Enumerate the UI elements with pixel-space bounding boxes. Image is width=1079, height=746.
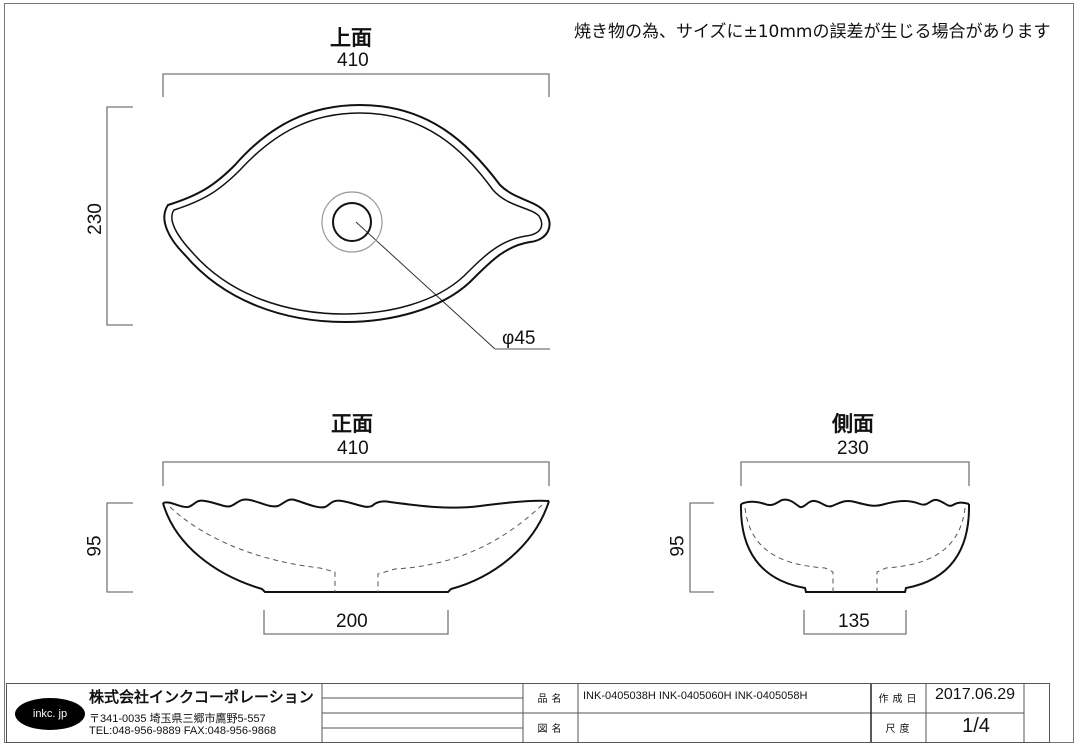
side-view-outline xyxy=(739,498,971,593)
created-date-value: 2017.06.29 xyxy=(935,686,1016,703)
tolerance-note: 焼き物の為、サイズに±10mmの誤差が生じる場合があります xyxy=(574,22,1051,42)
top-view-height-dim: 230 xyxy=(84,203,106,235)
front-view-dimensions xyxy=(106,461,550,635)
drain-diameter-dim: φ45 xyxy=(502,328,536,349)
side-view-hidden-lines xyxy=(744,507,966,592)
drawing-name-label: 図名 xyxy=(537,724,566,735)
front-view-title: 正面 xyxy=(331,412,373,436)
top-view-dimensions xyxy=(106,73,550,350)
front-view-base-dim: 200 xyxy=(336,611,368,632)
company-address: 〒341-0035 埼玉県三郷市鷹野5-557 xyxy=(89,713,266,725)
scale-label: 尺度 xyxy=(885,724,914,735)
company-contact: TEL:048-956-9889 FAX:048-956-9868 xyxy=(89,725,277,737)
scale-value: 1/4 xyxy=(962,715,990,737)
front-view-height-dim: 95 xyxy=(84,535,106,557)
side-view-base-dim: 135 xyxy=(838,611,870,632)
drain-hole xyxy=(321,191,383,253)
product-name-label: 品名 xyxy=(537,694,566,705)
side-view-dimensions xyxy=(689,461,970,635)
side-view-width-dim: 230 xyxy=(837,438,869,459)
front-view-outline xyxy=(162,498,550,593)
product-name-value: INK-0405038H INK-0405060H INK-0405058H xyxy=(583,690,808,702)
side-view-title: 側面 xyxy=(832,412,874,436)
side-view-height-dim: 95 xyxy=(667,535,689,557)
company-logo: inkc. jp xyxy=(15,698,85,730)
title-block: inkc. jp 株式会社インクコーポレーション 〒341-0035 埼玉県三郷… xyxy=(6,683,1050,743)
top-view-title: 上面 xyxy=(330,26,372,50)
front-view-hidden-lines xyxy=(169,504,543,592)
front-view-width-dim: 410 xyxy=(337,438,369,459)
company-name: 株式会社インクコーポレーション xyxy=(89,688,314,706)
top-view-width-dim: 410 xyxy=(337,50,369,71)
top-view-basin-outline xyxy=(163,103,551,324)
title-block-grid xyxy=(321,683,1025,743)
created-date-label: 作成日 xyxy=(878,694,921,705)
